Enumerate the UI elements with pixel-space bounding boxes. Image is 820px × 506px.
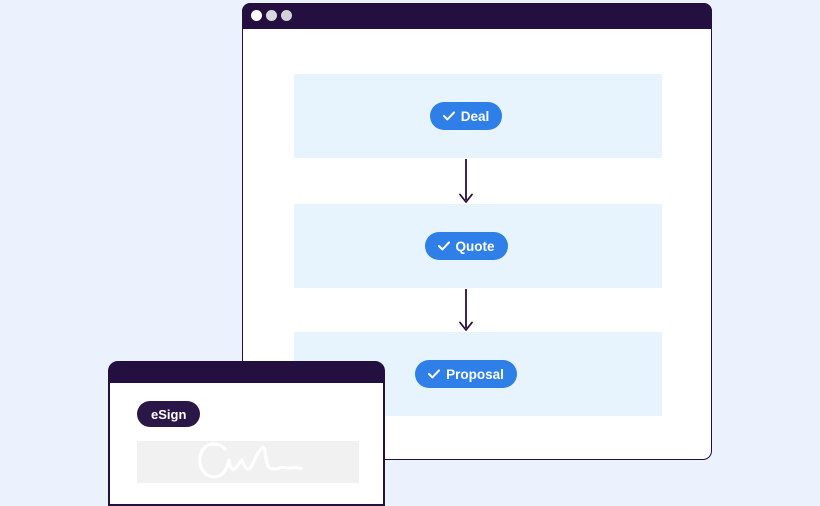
signature-pad[interactable] — [137, 441, 359, 483]
proposal-step-button[interactable]: Proposal — [415, 360, 517, 388]
flow-arrow-icon — [459, 159, 473, 203]
quote-step-button[interactable]: Quote — [424, 232, 508, 260]
esign-badge-button[interactable]: eSign — [137, 401, 201, 427]
window-control-dot[interactable] — [265, 10, 277, 21]
check-icon — [428, 369, 441, 379]
flow-arrow-icon — [459, 289, 473, 331]
deal-step-label: Deal — [460, 108, 490, 124]
check-icon — [442, 111, 455, 121]
quote-step-label: Quote — [455, 238, 495, 254]
window-control-dot[interactable] — [250, 10, 262, 21]
flow-step-row-deal: Deal — [294, 74, 662, 158]
esign-badge-label: eSign — [151, 406, 187, 422]
window-titlebar — [241, 2, 712, 29]
flow-step-row-quote: Quote — [294, 204, 662, 288]
deal-step-button[interactable]: Deal — [429, 102, 503, 130]
signature-scribble-icon — [198, 442, 303, 479]
esign-window-titlebar — [109, 362, 384, 383]
window-control-dot[interactable] — [280, 10, 292, 21]
esign-window: eSign — [108, 361, 385, 506]
proposal-step-label: Proposal — [446, 366, 504, 382]
check-icon — [437, 241, 450, 251]
